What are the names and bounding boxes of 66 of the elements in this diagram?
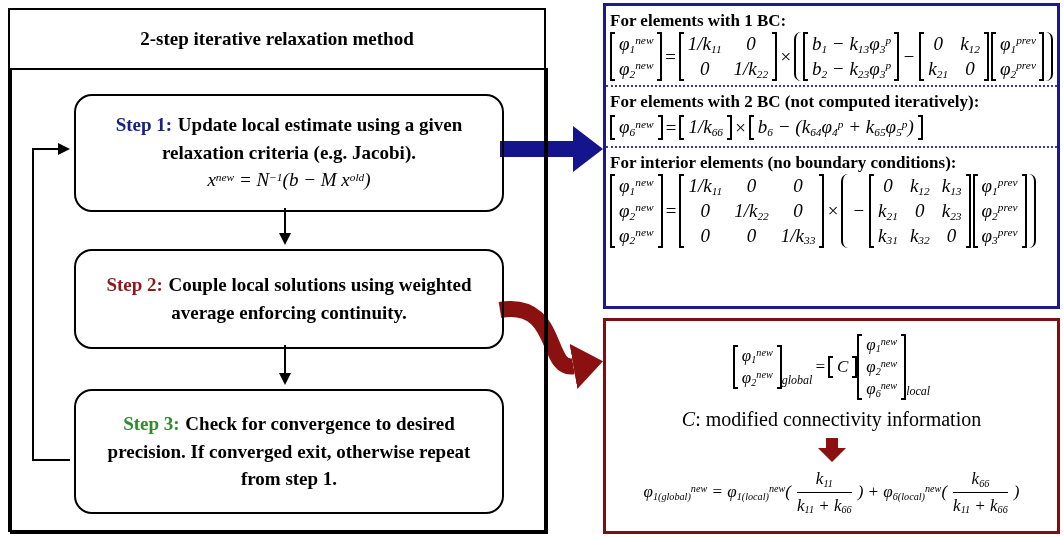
arrow [279,344,291,385]
matrix-entry: 0 [699,198,712,223]
subscript-label: global [781,372,813,390]
matrix-entry: 1/k$_{33}$ [780,223,816,249]
math-term: × [733,115,748,140]
math-term: = [663,44,678,69]
math-term: = [663,115,679,140]
math-term: × [778,44,794,69]
matrix-entry: k$_{12}$ [909,174,930,199]
subscript-label: local [906,383,931,401]
matrix-entry: b$_{6}$ − (k$_{64}$φ$_{4}$$^{p}$ + k$_{65}$φ$_{5}$$^{p}$) [757,115,914,141]
math-term: ) + φ$_{6(local)}$$^{new}$( [856,481,949,504]
matrix-entry: 0 [914,198,926,223]
matrix-entry: 0 [745,32,757,57]
matrix-entry: C [836,355,849,378]
math-term: − [901,44,917,69]
arrow [500,126,603,172]
math-term: = [663,198,679,223]
matrix-entry: 0 [945,223,958,248]
matrix-entry: 0 [699,223,712,248]
formula: x$^{new}$ = N$^{−1}$(b − M x$^{old}$) [207,168,371,193]
fraction-denominator: k$_{11}$ + k$_{66}$ [797,494,852,518]
matrix-entry: k$_{31}$ [878,223,898,249]
math-term: = [813,356,827,379]
matrix-entry: k$_{21}$ [928,56,949,82]
matrix-entry: k$_{23}$ [941,198,962,224]
math-term: φ$_{1(global)}$$^{new}$ = φ$_{1(local)}$$^{new}$( [642,481,793,504]
section-heading: For elements with 1 BC: [610,10,788,32]
matrix-entry: 0 [792,174,804,199]
equation-panel [603,318,1060,534]
matrix-entry: 0 [792,198,804,223]
arrow [499,301,604,390]
step-box [74,249,504,349]
step-description: Step 3: Check for convergence to desired precision. If converged exit, otherwise repeat from step 1. [106,412,472,492]
matrix-entry: 0 [745,223,758,248]
matrix-entry: 0 [745,174,758,199]
matrix-entry: k$_{13}$ [941,174,962,199]
arrow [279,207,291,245]
section-heading: For interior elements (no boundary conditions): [610,152,958,175]
arrow [32,143,71,461]
matrix-entry: 1/k$_{66}$ [688,115,723,141]
math-term: − [851,198,867,223]
title-text: 2-step iterative relaxation method [140,26,414,51]
matrix-entry: 0 [932,32,944,57]
matrix-entry: 0 [882,174,894,199]
step-box [74,94,504,212]
matrix-entry: 0 [964,56,976,81]
matrix-entry: k$_{21}$ [878,198,898,224]
fraction-numerator: k$_{66}$ [971,468,990,491]
step-description: Step 1: Update local estimate using a given relaxation criteria (e.g. Jacobi). [114,113,464,165]
step-box [74,389,504,514]
definition-text: C: modified connectivity information [681,407,982,433]
matrix-entry: 1/k$_{11}$ [688,174,723,199]
equation-panel [603,3,1060,309]
matrix-entry: 1/k$_{11}$ [687,32,722,57]
matrix-entry: 1/k$_{22}$ [733,56,769,82]
matrix-entry: 0 [698,56,711,81]
fraction-numerator: k$_{11}$ [815,468,833,491]
matrix-entry: k$_{12}$ [960,32,980,57]
section-heading: For elements with 2 BC (not computed iteratively): [610,91,981,114]
matrix-entry: k$_{32}$ [909,223,930,249]
matrix-entry: 1/k$_{22}$ [734,198,769,224]
fraction-denominator: k$_{11}$ + k$_{66}$ [953,494,1008,518]
math-term: × [825,198,841,223]
math-term: ) [1012,481,1021,504]
step-description: Step 2: Couple local solutions using weighted average enforcing continuity. [105,273,473,325]
